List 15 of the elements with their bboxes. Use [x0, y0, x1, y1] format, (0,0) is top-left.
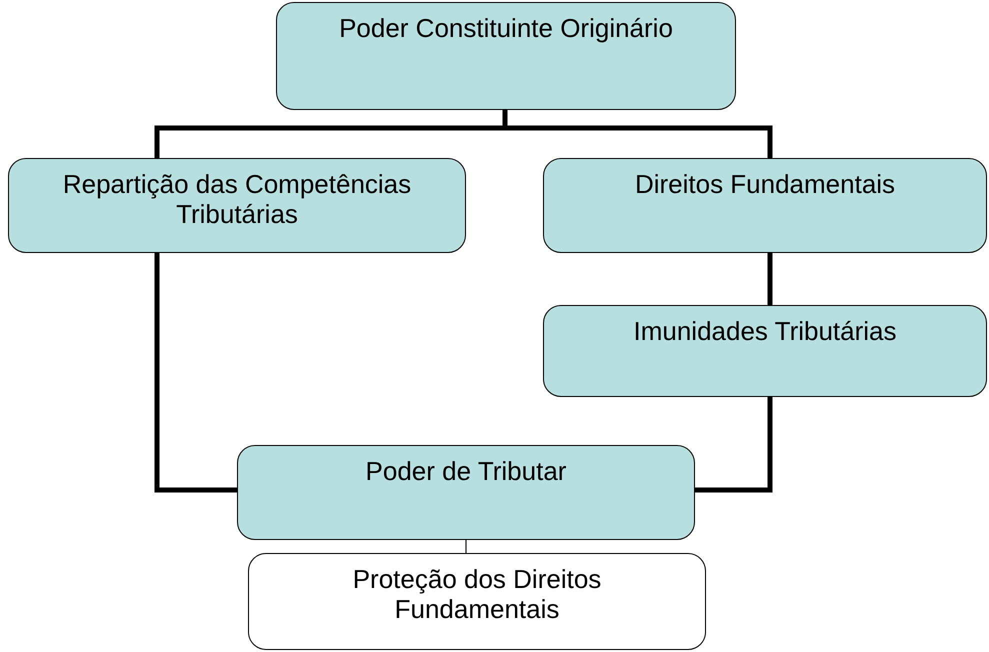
concept-box — [543, 158, 987, 253]
box-label: Proteção dos Direitos Fundamentais — [352, 564, 602, 624]
concept-box — [8, 158, 466, 253]
concept-box — [237, 445, 695, 540]
connector-line — [154, 253, 237, 492]
concept-box — [276, 2, 736, 110]
concept-box — [248, 553, 706, 650]
box-label: Direitos Fundamentais — [634, 169, 896, 199]
connector-line — [695, 397, 772, 492]
box-label: Repartição das Competências Tributárias — [62, 169, 412, 229]
box-label: Imunidades Tributárias — [633, 316, 897, 346]
box-label: Poder de Tributar — [366, 456, 566, 486]
concept-box — [543, 305, 987, 397]
box-label: Poder Constituinte Originário — [339, 13, 673, 43]
connector-line — [768, 253, 772, 305]
